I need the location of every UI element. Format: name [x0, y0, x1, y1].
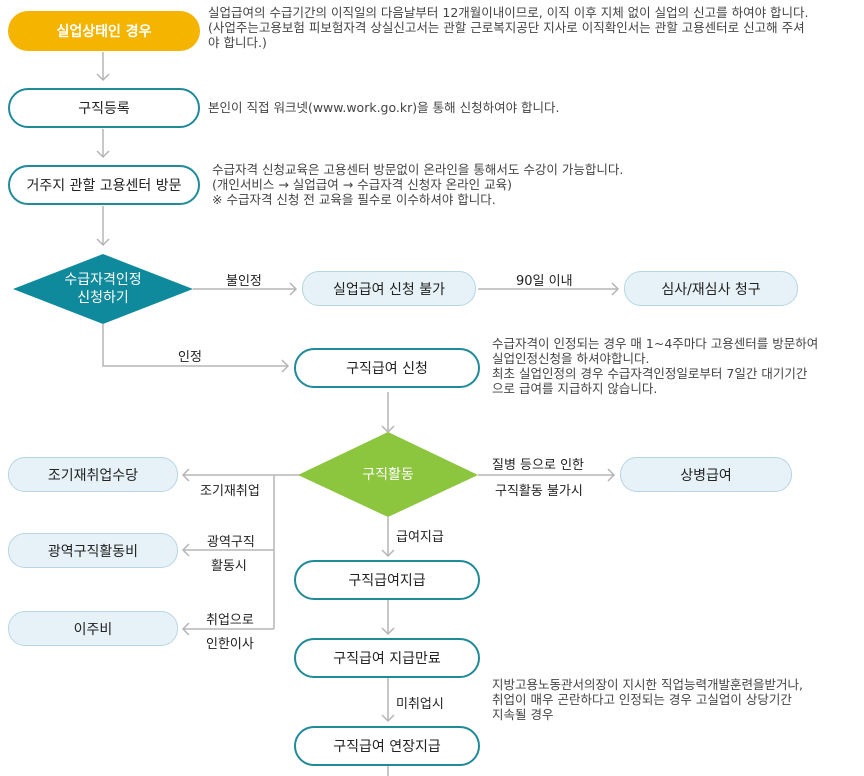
unemployed-label: 실업상태인 경우	[56, 24, 152, 40]
wide-area-label: 광역구직활동비	[47, 543, 139, 560]
label-illness-2: 구직활동 불가시	[495, 484, 583, 499]
note-visit-line1: 수급자격 신청교육은 고용센터 방문없이 온라인을 통해서도 수강이 가능합니다…	[212, 162, 624, 177]
sickness-benefit-box: 상병급여	[620, 457, 792, 492]
note-visit: 수급자격 신청교육은 고용센터 방문없이 온라인을 통해서도 수강이 가능합니다…	[212, 162, 832, 207]
label-approved: 인정	[178, 350, 202, 365]
note-apply: 수급자격이 인정되는 경우 매 1~4주마다 고용센터를 방문하여 실업인정신청…	[492, 336, 862, 396]
label-within-90: 90일 이내	[516, 274, 573, 289]
note-registration-line1: 본인이 직접 워크넷(www.work.go.kr)을 통해 신청하여야 합니다…	[208, 100, 560, 115]
relocation-box: 이주비	[8, 611, 178, 646]
job-search-label: 구직활동	[362, 467, 414, 483]
unemployed-box: 실업상태인 경우	[8, 11, 200, 51]
label-wide-2: 활동시	[211, 559, 247, 574]
note-apply-line4: 으로 급여를 지급하지 않습니다.	[492, 381, 658, 396]
review-request-label: 심사/재심사 청구	[661, 281, 761, 298]
review-request-box: 심사/재심사 청구	[624, 271, 798, 306]
note-visit-line3: ※ 수급자격 신청 전 교육을 필수로 이수하셔야 합니다.	[212, 192, 496, 207]
label-payment: 급여지급	[396, 530, 444, 545]
note-unemployed-line2: (사업주는고용보험 피보험자격 상실신고서는 관할 근로복지공단 지사로 이직확…	[208, 20, 805, 35]
benefit-not-allowed-box: 실업급여 신청 불가	[302, 271, 476, 306]
note-unemployed: 실업급여의 수급기간의 이직일의 다음날부터 12개월이내이므로, 이직 이후 …	[208, 5, 860, 50]
benefit-apply-box: 구직급여 신청	[294, 348, 480, 388]
label-illness-1: 질병 등으로 인한	[492, 458, 584, 473]
apply-diamond	[13, 254, 193, 324]
job-search-diamond	[298, 432, 478, 517]
label-move-1: 취업으로	[206, 613, 254, 628]
job-search-diamond-text: 구직활동	[328, 466, 448, 484]
note-apply-line1: 수급자격이 인정되는 경우 매 1~4주마다 고용센터를 방문하여	[492, 336, 819, 351]
benefit-expiry-box: 구직급여 지급만료	[294, 638, 480, 678]
job-registration-label: 구직등록	[78, 101, 130, 117]
benefit-payment-label: 구직급여지급	[348, 573, 426, 589]
note-unemployed-line1: 실업급여의 수급기간의 이직일의 다음날부터 12개월이내이므로, 이직 이후 …	[208, 5, 809, 20]
note-unemployed-line3: 야 합니다.)	[208, 35, 267, 50]
wide-area-box: 광역구직활동비	[8, 533, 178, 568]
apply-diamond-text: 수급자격인정 신청하기	[33, 271, 173, 307]
note-expiry: 지방고용노동관서의장이 지시한 직업능력개발훈련을받거나, 취업이 매우 곤란하…	[492, 677, 862, 722]
label-wide-1: 광역구직	[207, 535, 255, 550]
label-not-employed: 미취업시	[396, 697, 444, 712]
label-early-reemp: 조기재취업	[200, 484, 260, 499]
early-reemployment-label: 조기재취업수당	[47, 467, 139, 484]
benefit-payment-box: 구직급여지급	[294, 560, 480, 600]
apply-line2: 신청하기	[77, 290, 129, 306]
note-expiry-line1: 지방고용노동관서의장이 지시한 직업능력개발훈련을받거나,	[492, 677, 803, 692]
note-expiry-line3: 지속될 경우	[492, 707, 554, 722]
relocation-label: 이주비	[73, 621, 113, 638]
visit-center-box: 거주지 관할 고용센터 방문	[8, 165, 200, 205]
early-reemployment-box: 조기재취업수당	[8, 457, 178, 492]
note-apply-line2: 실업인정신청을 하셔야합니다.	[492, 351, 650, 366]
apply-line1: 수급자격인정	[64, 272, 142, 288]
benefit-apply-label: 구직급여 신청	[346, 361, 428, 377]
visit-center-label: 거주지 관할 고용센터 방문	[26, 178, 182, 194]
note-expiry-line2: 취업이 매우 곤란하다고 인정되는 경우 고실업이 상당기간	[492, 692, 792, 707]
note-apply-line3: 최초 실업인정의 경우 수급자격인정일로부터 7일간 대기기간	[492, 366, 808, 381]
label-move-2: 인한이사	[206, 637, 254, 652]
sickness-benefit-label: 상병급여	[680, 467, 732, 484]
extended-payment-box: 구직급여 연장지급	[294, 726, 480, 766]
label-not-approved: 불인정	[226, 274, 262, 289]
extended-payment-label: 구직급여 연장지급	[333, 739, 441, 755]
note-registration: 본인이 직접 워크넷(www.work.go.kr)을 통해 신청하여야 합니다…	[208, 100, 828, 115]
benefit-expiry-label: 구직급여 지급만료	[333, 651, 441, 667]
benefit-not-allowed-label: 실업급여 신청 불가	[333, 281, 445, 298]
note-visit-line2: (개인서비스 → 실업급여 → 수급자격 신청자 온라인 교육)	[212, 177, 513, 192]
job-registration-box: 구직등록	[8, 88, 200, 128]
